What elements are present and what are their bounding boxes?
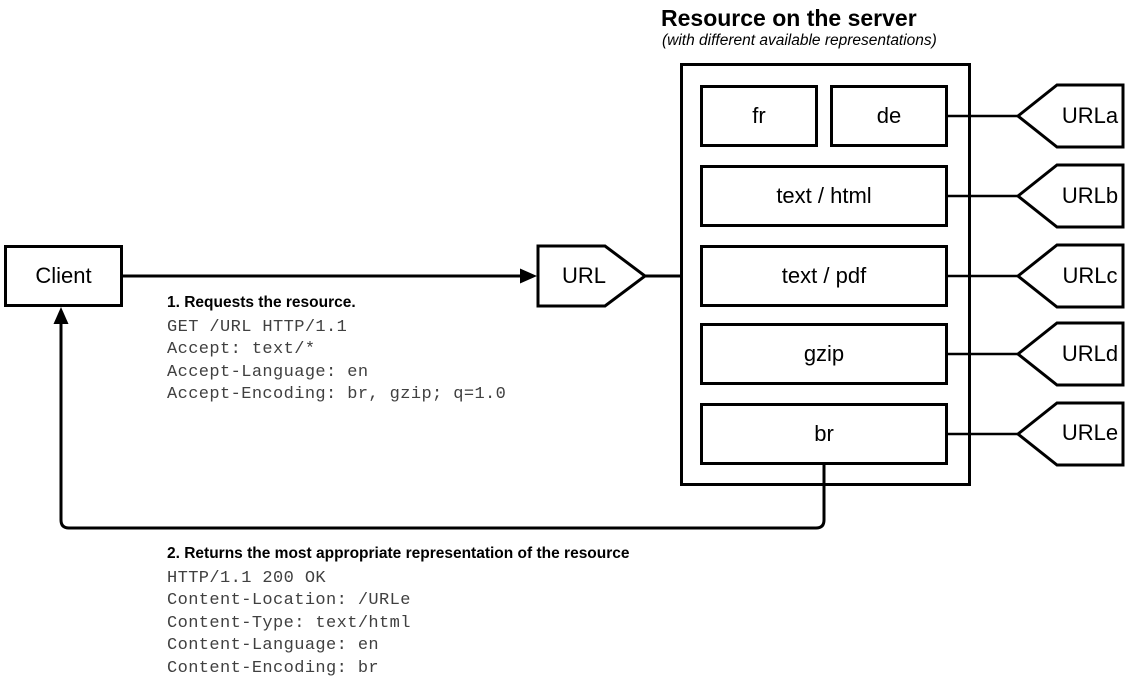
url-tag-c-label: URLc	[1062, 263, 1118, 288]
arrowhead-right-icon	[520, 268, 537, 284]
diagram-subtitle: (with different available representation…	[662, 32, 937, 49]
url-tag-shape-b	[1015, 163, 1125, 229]
response-line: HTTP/1.1 200 OK	[167, 569, 327, 588]
client-node: Client	[4, 245, 123, 307]
response-line: Content-Language: en	[167, 636, 380, 656]
url-tag-b-label: URLb	[1061, 183, 1119, 208]
request-line: Accept: text/*	[167, 340, 316, 360]
url-tag-e-label: URLe	[1061, 420, 1119, 445]
url-node-shape	[536, 244, 648, 308]
url-tag-shape-e	[1015, 401, 1125, 467]
request-line: GET /URL HTTP/1.1	[167, 318, 348, 337]
response-line: Content-Location: /URLe	[167, 591, 411, 611]
representation-br: br	[700, 403, 948, 465]
url-tag-d-label: URLd	[1061, 341, 1119, 366]
response-return-line	[59, 315, 826, 530]
url-tag-shape-a	[1015, 83, 1125, 149]
url-tag-shape-d	[1015, 321, 1125, 387]
response-line: Content-Type: text/html	[167, 613, 411, 633]
response-heading: 2. Returns the most appropriate represen…	[167, 545, 630, 562]
diagram-title: Resource on the server	[661, 5, 917, 31]
url-node-label: URL	[561, 263, 606, 288]
representation-gzip: gzip	[700, 323, 948, 385]
request-heading: 1. Requests the resource.	[167, 294, 356, 311]
representation-fr: fr	[700, 85, 818, 147]
request-line: Accept-Language: en	[167, 362, 369, 382]
representation-text-pdf: text / pdf	[700, 245, 948, 307]
url-tag-a-label: URLa	[1061, 103, 1119, 128]
representation-de: de	[830, 85, 948, 147]
request-line: Accept-Encoding: br, gzip; q=1.0	[167, 385, 507, 405]
arrowhead-up-icon	[53, 307, 69, 324]
request-text-block: 1. Requests the resource. GET /URL HTTP/…	[167, 294, 506, 407]
response-text-block: 2. Returns the most appropriate represen…	[167, 545, 630, 679]
representation-text-html: text / html	[700, 165, 948, 227]
response-line: Content-Encoding: br	[167, 658, 380, 678]
server-resource-container	[680, 63, 971, 486]
url-tag-shape-c	[1015, 243, 1125, 309]
